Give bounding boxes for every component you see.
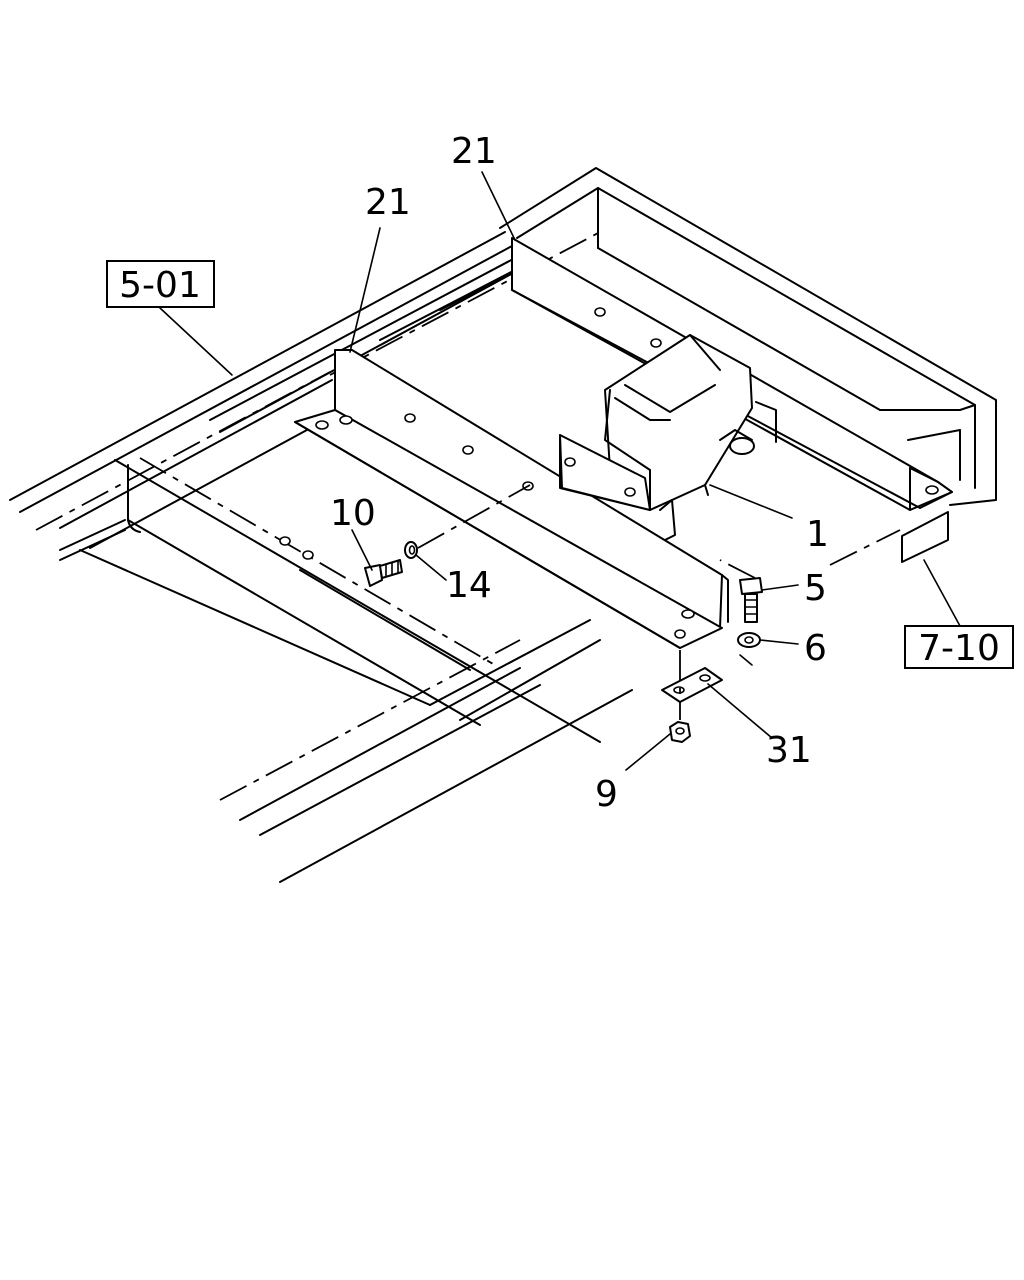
callouts: 21 21 1 10 14 5 6 31 9 xyxy=(330,131,829,815)
ref-box-frame[interactable]: 5-01 xyxy=(106,260,215,308)
callout-9: 9 xyxy=(595,774,618,815)
callout-14: 14 xyxy=(446,565,492,606)
plate-31 xyxy=(661,667,723,703)
bolt-5 xyxy=(739,577,763,623)
assembly-line-5 xyxy=(719,559,756,579)
ref-label-other: 7-10 xyxy=(918,628,1000,669)
tag-plate xyxy=(829,511,949,566)
callout-21-upper: 21 xyxy=(451,131,497,172)
callout-31: 31 xyxy=(766,730,812,771)
assembly-tick xyxy=(739,654,753,666)
bolt-10 xyxy=(364,559,403,587)
washer-14 xyxy=(404,541,418,559)
assembly-line-14 xyxy=(417,484,531,549)
callout-21-lower: 21 xyxy=(365,182,411,223)
callout-6: 6 xyxy=(804,628,827,669)
callout-10: 10 xyxy=(330,493,376,534)
callout-1: 1 xyxy=(806,514,829,555)
washer-6 xyxy=(737,632,761,648)
ref-label-frame: 5-01 xyxy=(119,265,201,306)
ref-box-other[interactable]: 7-10 xyxy=(904,625,1014,669)
bracket-lower xyxy=(294,349,729,649)
callout-5: 5 xyxy=(804,568,827,609)
vehicle-frame xyxy=(9,167,997,883)
leader-lines xyxy=(159,171,961,771)
mount-assembly xyxy=(559,334,755,541)
nut-9 xyxy=(669,721,691,743)
